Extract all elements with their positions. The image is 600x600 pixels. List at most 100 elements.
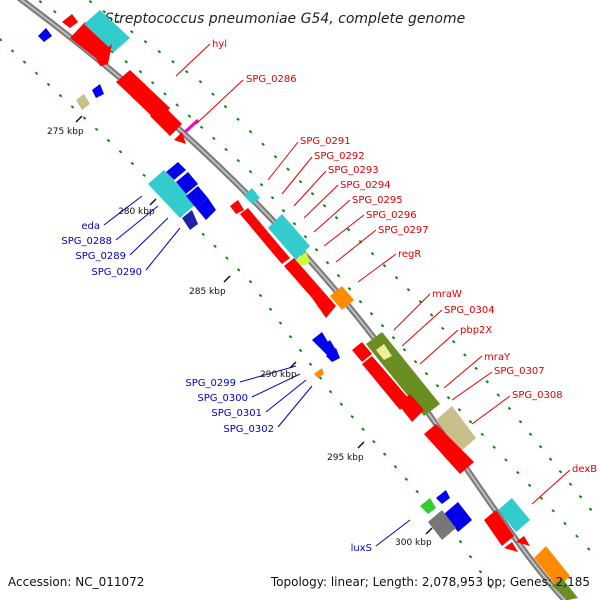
gene-label[interactable]: mraY <box>484 352 511 363</box>
gene-label[interactable]: SPG_0299 <box>185 378 236 389</box>
gene-arrow[interactable] <box>420 498 436 514</box>
gene-label[interactable]: luxS <box>351 543 372 554</box>
gene-arrow[interactable] <box>436 406 476 452</box>
gene-label[interactable]: mraW <box>432 289 462 300</box>
gene-arrow[interactable] <box>484 510 514 546</box>
guide-dot <box>138 69 143 74</box>
gene-arrow[interactable] <box>312 290 336 318</box>
guide-dot <box>551 509 555 513</box>
gene-label[interactable]: pbp2X <box>460 325 492 336</box>
guide-dot <box>298 348 303 353</box>
guide-dot <box>406 288 411 292</box>
gene-arrow[interactable] <box>186 186 208 208</box>
gene-arrow[interactable] <box>116 70 170 122</box>
gene-label[interactable]: eda <box>81 221 100 232</box>
gene-arrow[interactable] <box>326 348 340 362</box>
gene-arrow[interactable] <box>176 172 198 194</box>
gene-arrow[interactable] <box>182 210 198 230</box>
gene-label[interactable]: SPG_0302 <box>223 424 274 435</box>
guide-dot <box>261 142 265 146</box>
gene-arrow[interactable] <box>330 286 354 310</box>
guide-dot <box>106 138 111 143</box>
guide-dot <box>429 313 434 317</box>
gene-arrow[interactable] <box>240 208 258 226</box>
gene-label[interactable]: SPG_0294 <box>340 180 391 191</box>
guide-dot <box>339 402 344 406</box>
guide-dot <box>575 534 579 538</box>
gene-arrow[interactable] <box>436 490 450 504</box>
gene-label[interactable]: SPG_0301 <box>211 408 262 419</box>
guide-dot <box>457 407 462 412</box>
gene-arrow[interactable] <box>504 542 518 552</box>
gene-label[interactable]: SPG_0291 <box>300 136 351 147</box>
gene-arrow[interactable] <box>428 510 456 540</box>
reverse-gene-labels: eda SPG_0288 SPG_0289 SPG_0290 SPG_0299 … <box>61 221 372 554</box>
gene-arrow[interactable] <box>352 342 372 362</box>
guide-dot <box>198 79 203 84</box>
gene-arrow[interactable] <box>284 258 322 298</box>
gene-arrow[interactable] <box>312 332 328 348</box>
gene-arrow[interactable] <box>270 244 290 264</box>
guide-dot <box>303 235 308 239</box>
gene-arrow[interactable] <box>362 356 410 410</box>
gene-arrow[interactable] <box>84 10 130 52</box>
guide-dot <box>187 114 192 118</box>
guide-dot <box>358 240 363 244</box>
gene-label[interactable]: regR <box>398 249 421 260</box>
gene-arrow[interactable] <box>552 578 578 600</box>
guide-dot <box>578 494 583 499</box>
gene-arrow[interactable] <box>92 84 104 98</box>
gene-arrow[interactable] <box>296 252 310 266</box>
gene-arrow[interactable] <box>534 546 570 588</box>
gene-arrow[interactable] <box>70 22 110 60</box>
guide-dot <box>286 167 290 171</box>
gene-label[interactable]: SPG_0292 <box>314 151 365 162</box>
gene-label[interactable]: SPG_0289 <box>75 251 126 262</box>
gene-arrow[interactable] <box>230 200 244 214</box>
gene-label[interactable]: SPG_0290 <box>91 267 142 278</box>
gene-label[interactable]: SPG_0293 <box>328 165 379 176</box>
gene-label[interactable]: SPG_0296 <box>366 210 417 221</box>
gene-label[interactable]: SPG_0300 <box>197 393 248 404</box>
guide-dot <box>516 470 520 475</box>
guide-dot <box>268 307 273 311</box>
gene-arrow[interactable] <box>250 220 268 238</box>
leader-lines <box>103 43 571 547</box>
guide-dot <box>94 127 99 132</box>
guide-dot <box>325 260 330 265</box>
gene-arrow[interactable] <box>148 170 196 218</box>
gene-arrow[interactable] <box>444 502 472 532</box>
guide-dot <box>518 419 523 424</box>
gene-arrow[interactable] <box>424 424 474 474</box>
gene-label[interactable]: SPG_0307 <box>494 366 545 377</box>
guide-dot <box>539 496 544 500</box>
gene-arrow[interactable] <box>150 104 182 136</box>
gene-arrow[interactable] <box>76 94 90 110</box>
gene-arrow[interactable] <box>38 28 52 42</box>
gene-label[interactable]: dexB <box>572 464 597 475</box>
gene-arrow[interactable] <box>376 344 392 360</box>
gene-arrow[interactable] <box>498 498 530 532</box>
gene-arrow[interactable] <box>314 368 324 378</box>
gene-arrow[interactable] <box>166 162 186 180</box>
gene-label[interactable]: SPG_0308 <box>512 390 563 401</box>
topology-label: Topology: linear; Length: 2,078,953 bp; … <box>270 575 590 589</box>
gene-arrow[interactable] <box>268 214 310 260</box>
gene-arrow[interactable] <box>260 232 278 250</box>
gene-label[interactable]: hyl <box>212 39 227 50</box>
guide-dot <box>394 276 399 280</box>
gene-label[interactable]: SPG_0295 <box>352 195 403 206</box>
guide-dot <box>102 10 107 14</box>
gene-arrow[interactable] <box>62 14 78 28</box>
gene-arrow[interactable] <box>244 188 260 204</box>
gene-arrow[interactable] <box>174 132 186 144</box>
gene-label[interactable]: SPG_0297 <box>378 225 429 236</box>
gene-label[interactable]: SPG_0288 <box>61 236 112 247</box>
gene-label[interactable]: SPG_0286 <box>246 74 297 85</box>
gene-arrow[interactable] <box>516 536 530 546</box>
gene-arrow[interactable] <box>196 198 216 220</box>
gene-arrow[interactable] <box>398 394 424 422</box>
guide-dot <box>485 380 489 384</box>
gene-arrow[interactable] <box>96 44 112 66</box>
gene-label[interactable]: SPG_0304 <box>444 305 495 316</box>
